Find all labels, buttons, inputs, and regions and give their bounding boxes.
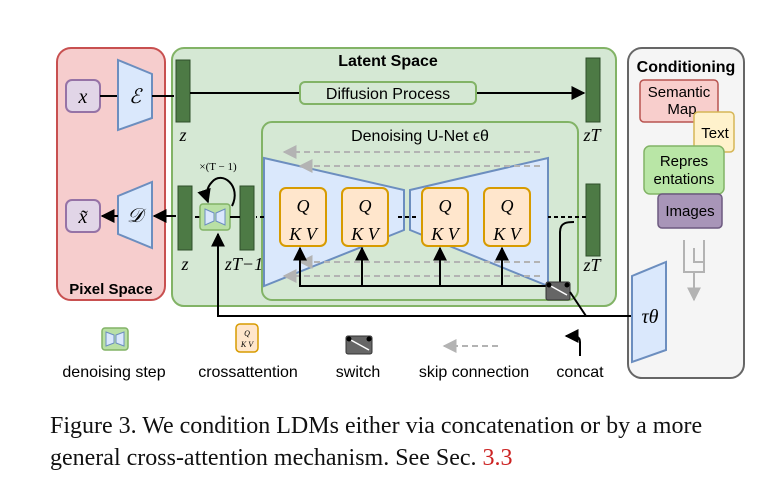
x-input-label: x	[78, 86, 88, 108]
switch-icon	[545, 281, 571, 301]
diffusion-process-label: Diffusion Process	[326, 86, 450, 103]
legend-switch-label: switch	[336, 364, 380, 381]
ldm-diagram: Latent Space Pixel Space Conditioning De…	[56, 47, 745, 381]
caption-text: Figure 3. We condition LDMs either via c…	[50, 413, 703, 471]
repeat-label: ×(T − 1)	[199, 161, 237, 173]
legend-crossattention-icon	[235, 323, 259, 353]
repeat-loop-arrow	[197, 176, 236, 207]
attn3-kv: K V	[430, 224, 461, 244]
diffusion-process-box	[299, 81, 477, 105]
legend-switch-icon	[345, 335, 373, 355]
crossattention-block-1: Q K V	[279, 187, 327, 247]
attn1-q: Q	[297, 196, 310, 216]
crossattention-block-3: Q K V	[421, 187, 469, 247]
pixel-space-title: Pixel Space	[69, 281, 152, 298]
legend-concat-icon	[564, 329, 581, 356]
crossattention-block-4: Q K V	[483, 187, 531, 247]
zT-bar-bottom	[585, 183, 601, 257]
encoder-label: ℰ	[129, 86, 143, 108]
figure-caption: Figure 3. We condition LDMs either via c…	[50, 410, 750, 474]
denoising-step-icon-right	[215, 208, 226, 226]
attn1-kv: K V	[288, 224, 319, 244]
attn2-kv: K V	[350, 224, 381, 244]
representations-label-2: entations	[654, 171, 715, 188]
conditioning-title: Conditioning	[637, 59, 736, 76]
legend-denoise-left	[105, 331, 115, 347]
decoder-label: 𝒟	[127, 205, 147, 227]
x-tilde-label: x̃	[78, 206, 88, 228]
conditioning-routing	[211, 221, 632, 317]
legend-attn-kv: K V	[240, 340, 254, 349]
denoising-step-icon-left	[204, 208, 215, 226]
z-label-bottom: z	[180, 254, 188, 274]
tau-label: τθ	[642, 306, 659, 328]
encoder-trapezoid	[117, 58, 153, 132]
legend: denoising step Q K V crossattention swit…	[62, 323, 604, 381]
legend-attn-q: Q	[244, 329, 250, 338]
legend-skip-connection-label: skip connection	[419, 364, 529, 381]
legend-crossattention-label: crossattention	[198, 364, 298, 381]
z-bar-bottom	[177, 185, 193, 251]
zT-minus-1-bar	[239, 185, 255, 251]
caption-section-ref[interactable]: 3.3	[482, 445, 513, 471]
x-tilde-box	[65, 199, 101, 233]
crossattention-block-2: Q K V	[341, 187, 389, 247]
z-bar-top	[175, 59, 191, 123]
latent-space-title: Latent Space	[338, 53, 438, 70]
semantic-map-label-1: Semantic	[648, 84, 711, 101]
attn2-q: Q	[359, 196, 372, 216]
representations-label-1: Repres	[660, 153, 708, 170]
text-label: Text	[701, 125, 729, 142]
attn3-q: Q	[439, 196, 452, 216]
images-label: Images	[665, 203, 714, 220]
zT-label-bottom: zT	[582, 255, 602, 275]
legend-concat-label: concat	[556, 364, 604, 381]
attn4-kv: K V	[492, 224, 523, 244]
semantic-map-label-2: Map	[667, 101, 696, 118]
legend-denoising-step-label: denoising step	[62, 364, 165, 381]
conditioning-merge-lines	[683, 240, 705, 286]
attn4-q: Q	[501, 196, 514, 216]
decoder-trapezoid	[117, 180, 153, 250]
z-label-top: z	[178, 125, 186, 145]
zT-bar-top	[585, 57, 601, 123]
zT-label-top: zT	[582, 125, 602, 145]
unet-title: Denoising U-Net ϵθ	[351, 128, 489, 145]
legend-denoise-right	[115, 331, 125, 347]
images-box	[657, 193, 723, 229]
switch-to-tau-line	[569, 291, 587, 317]
zT-minus-1-label: zT−1	[224, 254, 263, 274]
tau-encoder-shape	[631, 260, 667, 364]
